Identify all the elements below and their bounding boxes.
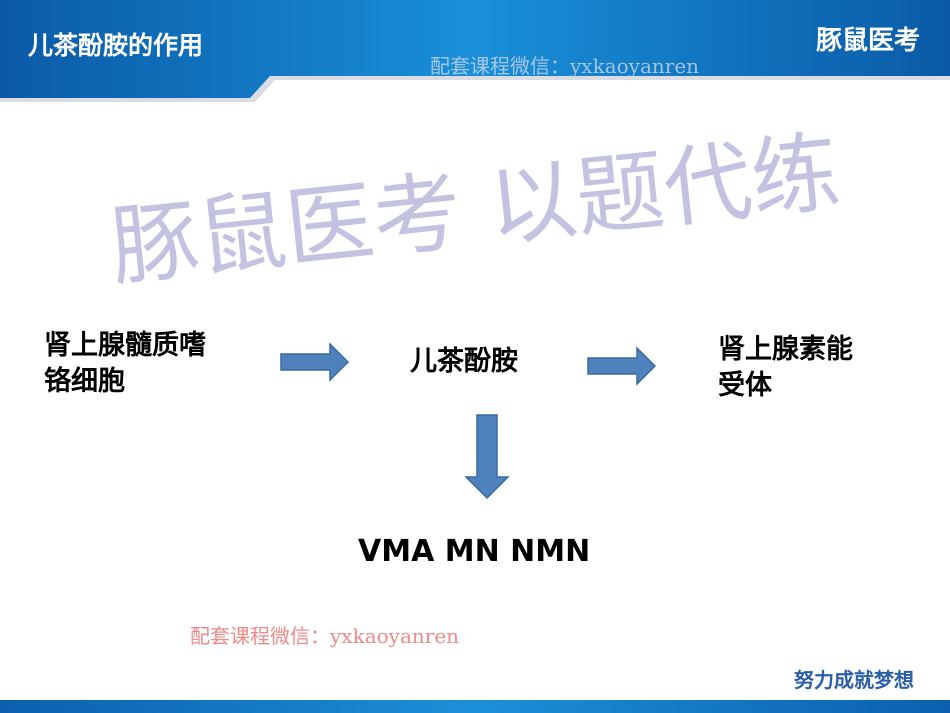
source-line-2: 铬细胞 [44, 366, 125, 397]
watermark-top: 配套课程微信：yxkaoyanren [430, 54, 700, 78]
brand-logo: 豚鼠医考 [815, 26, 920, 56]
arrow-right-1 [280, 342, 350, 382]
slide-title: 儿茶酚胺的作用 [28, 31, 204, 60]
target-line-2: 受体 [718, 370, 772, 401]
source-line-1: 肾上腺髓质嗜 [44, 330, 206, 361]
metabolites-node: VMA MN NMN [358, 534, 591, 569]
target-line-1: 肾上腺素能 [718, 334, 853, 365]
target-node: 肾上腺素能 受体 [718, 332, 853, 404]
arrow-right-2 [587, 346, 657, 386]
watermark-bottom: 配套课程微信：yxkaoyanren [190, 624, 460, 648]
footer-slogan: 努力成就梦想 [794, 668, 914, 692]
header-banner [0, 0, 950, 102]
center-node: 儿茶酚胺 [410, 346, 518, 377]
source-node: 肾上腺髓质嗜 铬细胞 [44, 328, 206, 400]
arrow-down [464, 414, 510, 500]
footer-bar [0, 700, 950, 713]
